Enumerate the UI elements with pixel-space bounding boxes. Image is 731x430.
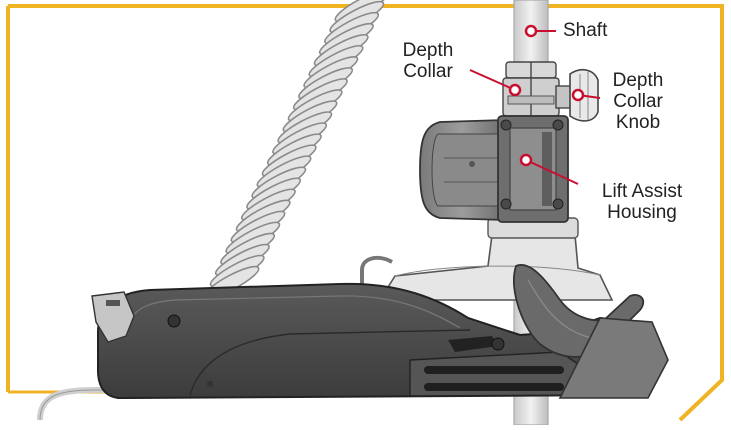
coiled-cable — [204, 0, 390, 299]
label-depth-collar-knob: Depth Collar Knob — [604, 70, 672, 133]
side-plate — [558, 317, 669, 399]
label-depth-collar-knob-line1: Depth — [612, 70, 664, 91]
label-depth-collar-line1: Depth — [402, 40, 454, 61]
label-depth-collar-knob-line2: Collar — [613, 91, 663, 112]
label-shaft: Shaft — [563, 20, 607, 41]
label-lift-assist-housing: Lift Assist Housing — [582, 181, 702, 223]
label-lift-assist-housing-line2: Housing — [607, 202, 677, 223]
label-depth-collar-line2: Collar — [403, 61, 453, 82]
callout-depth-collar — [469, 69, 522, 97]
label-shaft-text: Shaft — [563, 20, 608, 41]
lift-assist-housing — [419, 115, 569, 223]
hose — [360, 255, 393, 298]
callout-shaft — [524, 24, 556, 38]
callout-depth-collar-knob — [571, 88, 601, 102]
shaft-mount-base — [378, 217, 614, 301]
label-depth-collar: Depth Collar — [392, 40, 464, 82]
callout-lift-assist-housing — [519, 153, 579, 185]
cord-holder — [91, 291, 135, 343]
label-depth-collar-knob-line3: Knob — [615, 112, 661, 133]
label-lift-assist-housing-line1: Lift Assist — [601, 181, 683, 202]
